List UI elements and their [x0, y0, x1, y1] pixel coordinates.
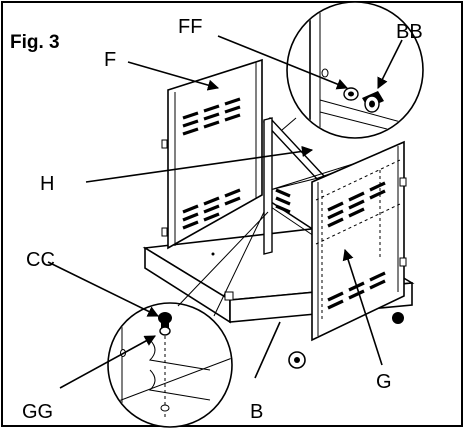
front-post — [263, 117, 291, 255]
detail-circle-top — [281, 1, 424, 139]
side-panel-g — [311, 140, 407, 342]
callout-cc: CC — [26, 249, 55, 271]
callout-f: F — [104, 49, 116, 71]
leader-ff — [217, 35, 349, 90]
leader-cc — [47, 261, 160, 317]
leader-bb — [377, 39, 403, 90]
leader-h — [85, 145, 314, 183]
callout-bb: BB — [396, 21, 423, 43]
callout-g: G — [376, 371, 392, 393]
leader-gg — [59, 335, 156, 389]
callout-b: B — [250, 401, 263, 423]
back-panel-f — [161, 58, 263, 250]
callout-h: H — [40, 173, 54, 195]
leader-g — [342, 248, 383, 366]
leader-b — [254, 321, 281, 379]
leader-f — [127, 61, 220, 91]
figure-label: Fig. 3 — [10, 32, 60, 53]
callout-gg: GG — [22, 401, 53, 423]
callout-ff: FF — [178, 16, 202, 38]
